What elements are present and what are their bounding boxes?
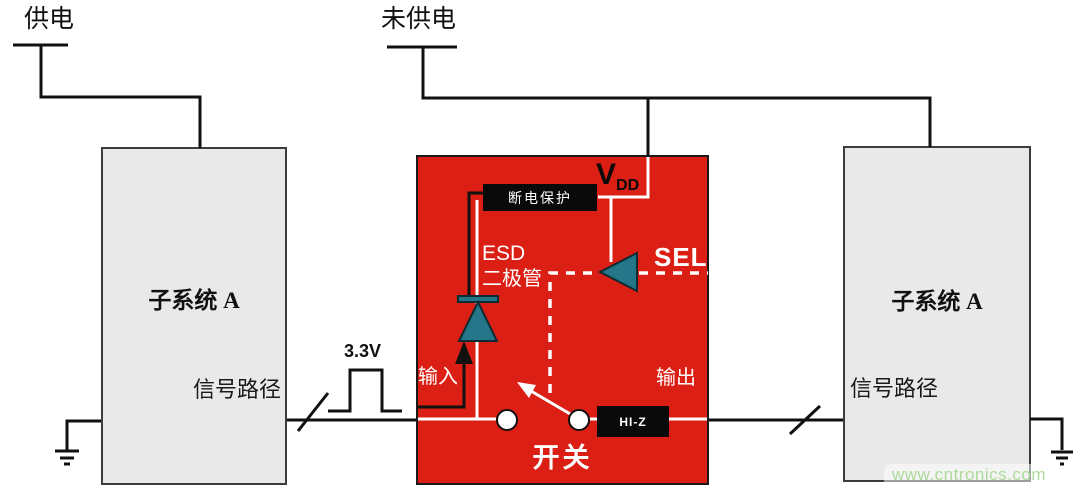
pulse-waveform: [328, 368, 402, 413]
hiz-label: HI-Z: [619, 414, 647, 429]
subsystem-left-name: 子系统 A: [148, 288, 240, 313]
subsystem-left-signal-path: 信号路径: [192, 377, 281, 402]
watermark: www.cntronics.com: [884, 464, 1054, 486]
powered-rail-wire: [39, 45, 202, 148]
unpowered-rail-label: 未供电: [381, 6, 457, 33]
switch-label: 开关: [532, 443, 593, 473]
esd-label-line2: 二极管: [482, 268, 542, 290]
sel-label: SEL: [654, 242, 708, 272]
ground-wire-right: [1030, 417, 1064, 450]
input-label: 输入: [418, 366, 458, 388]
voltage-label: 3.3V: [344, 341, 382, 361]
unpowered-rail-wire: [421, 47, 932, 147]
vdd-subscript: DD: [616, 177, 640, 194]
powered-rail-label: 供电: [24, 6, 75, 33]
break-slash-left: [296, 392, 330, 432]
subsystem-right-name: 子系统 A: [891, 289, 983, 314]
subsystem-box-left: [101, 147, 287, 485]
output-label: 输出: [656, 367, 696, 389]
vdd-v: V: [596, 158, 617, 191]
esd-label-line1: ESD: [482, 242, 526, 265]
subsystem-right-signal-path: 信号路径: [850, 376, 939, 401]
vdd-label: VDD: [596, 158, 639, 195]
power-off-protection-label: 断电保护: [508, 191, 572, 207]
break-slash-right: [788, 404, 822, 436]
power-off-protection-block: 断电保护: [483, 184, 597, 211]
ground-wire-left: [65, 419, 101, 450]
subsystem-box-right: [843, 146, 1031, 482]
hiz-block: HI-Z: [597, 406, 669, 437]
